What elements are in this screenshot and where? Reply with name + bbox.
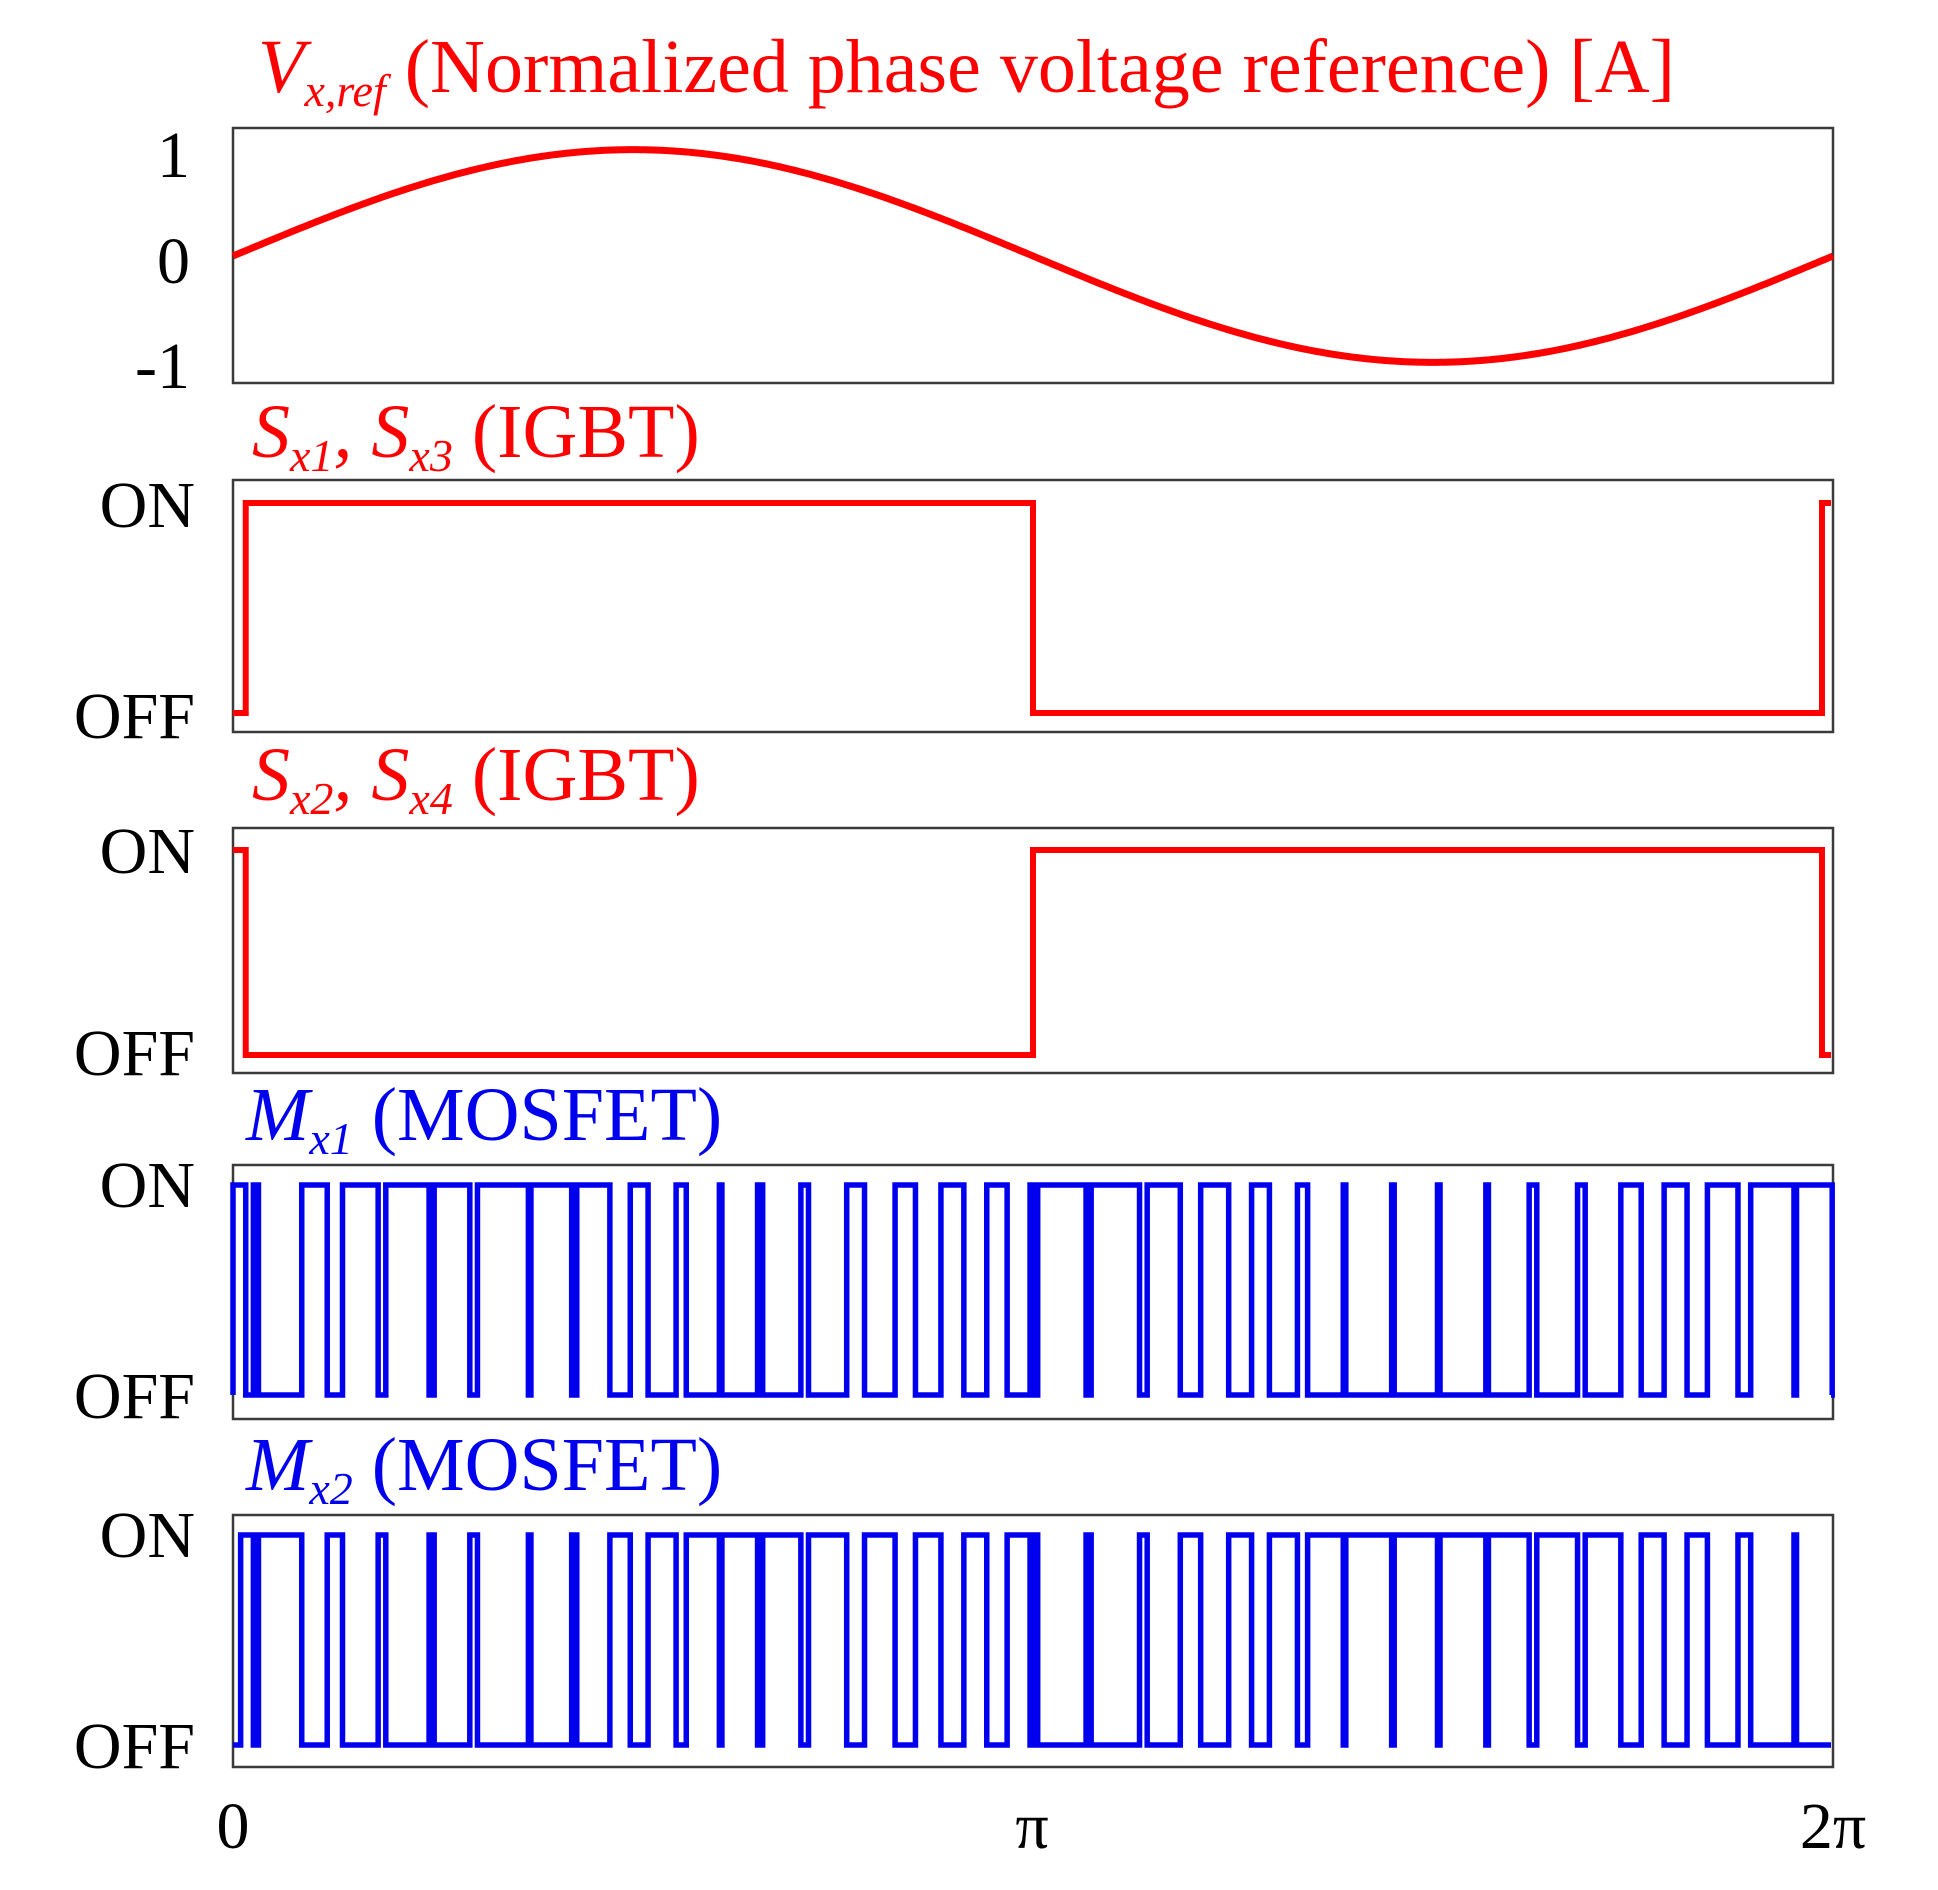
y-tick-minus-1: -1 [135, 330, 190, 403]
y-tick-off: OFF [74, 680, 195, 753]
panel-sx2-sx4: Sx2, Sx4 (IGBT) ON OFF [74, 733, 1835, 1090]
y-tick-on: ON [100, 469, 195, 542]
y-tick-1: 1 [157, 119, 190, 192]
panel-sx2-sx4-title: Sx2, Sx4 (IGBT) [252, 733, 700, 824]
x-axis: 0 π 2π [217, 1790, 1867, 1863]
panel-vref: Vx,ref (Normalized phase voltage referen… [135, 25, 1835, 403]
mx2-gate-trace [233, 1532, 1831, 1748]
x-tick-pi: π [1015, 1790, 1048, 1863]
panel-sx1-sx3-title: Sx1, Sx3 (IGBT) [252, 390, 700, 481]
x-tick-0: 0 [217, 1790, 250, 1863]
panel-sx1-sx3: Sx1, Sx3 (IGBT) ON OFF [74, 390, 1835, 753]
y-tick-0: 0 [157, 225, 190, 298]
sx1-sx3-gate-trace [233, 500, 1831, 716]
y-tick-on: ON [100, 1499, 195, 1572]
panel-mx2: Mx2 (MOSFET) ON OFF [74, 1423, 1835, 1783]
y-tick-on: ON [100, 815, 195, 888]
panel-sx2-sx4-frame [231, 826, 1835, 1075]
sx2-sx4-gate-trace [233, 847, 1831, 1058]
panel-mx2-title: Mx2 (MOSFET) [245, 1423, 722, 1514]
mx1-gate-trace [230, 1182, 1835, 1398]
vref-sine-trace [231, 146, 1835, 366]
y-tick-off: OFF [74, 1360, 195, 1433]
x-tick-2pi: 2π [1800, 1790, 1866, 1863]
panel-sx1-sx3-frame [231, 478, 1835, 734]
y-tick-off: OFF [74, 1710, 195, 1783]
panel-mx2-frame [231, 1513, 1835, 1769]
panel-mx1: Mx1 (MOSFET) ON OFF [74, 1073, 1835, 1433]
panel-vref-title: Vx,ref (Normalized phase voltage referen… [258, 25, 1675, 116]
y-tick-on: ON [100, 1149, 195, 1222]
panel-mx1-title: Mx1 (MOSFET) [245, 1073, 722, 1164]
y-tick-off: OFF [74, 1017, 195, 1090]
